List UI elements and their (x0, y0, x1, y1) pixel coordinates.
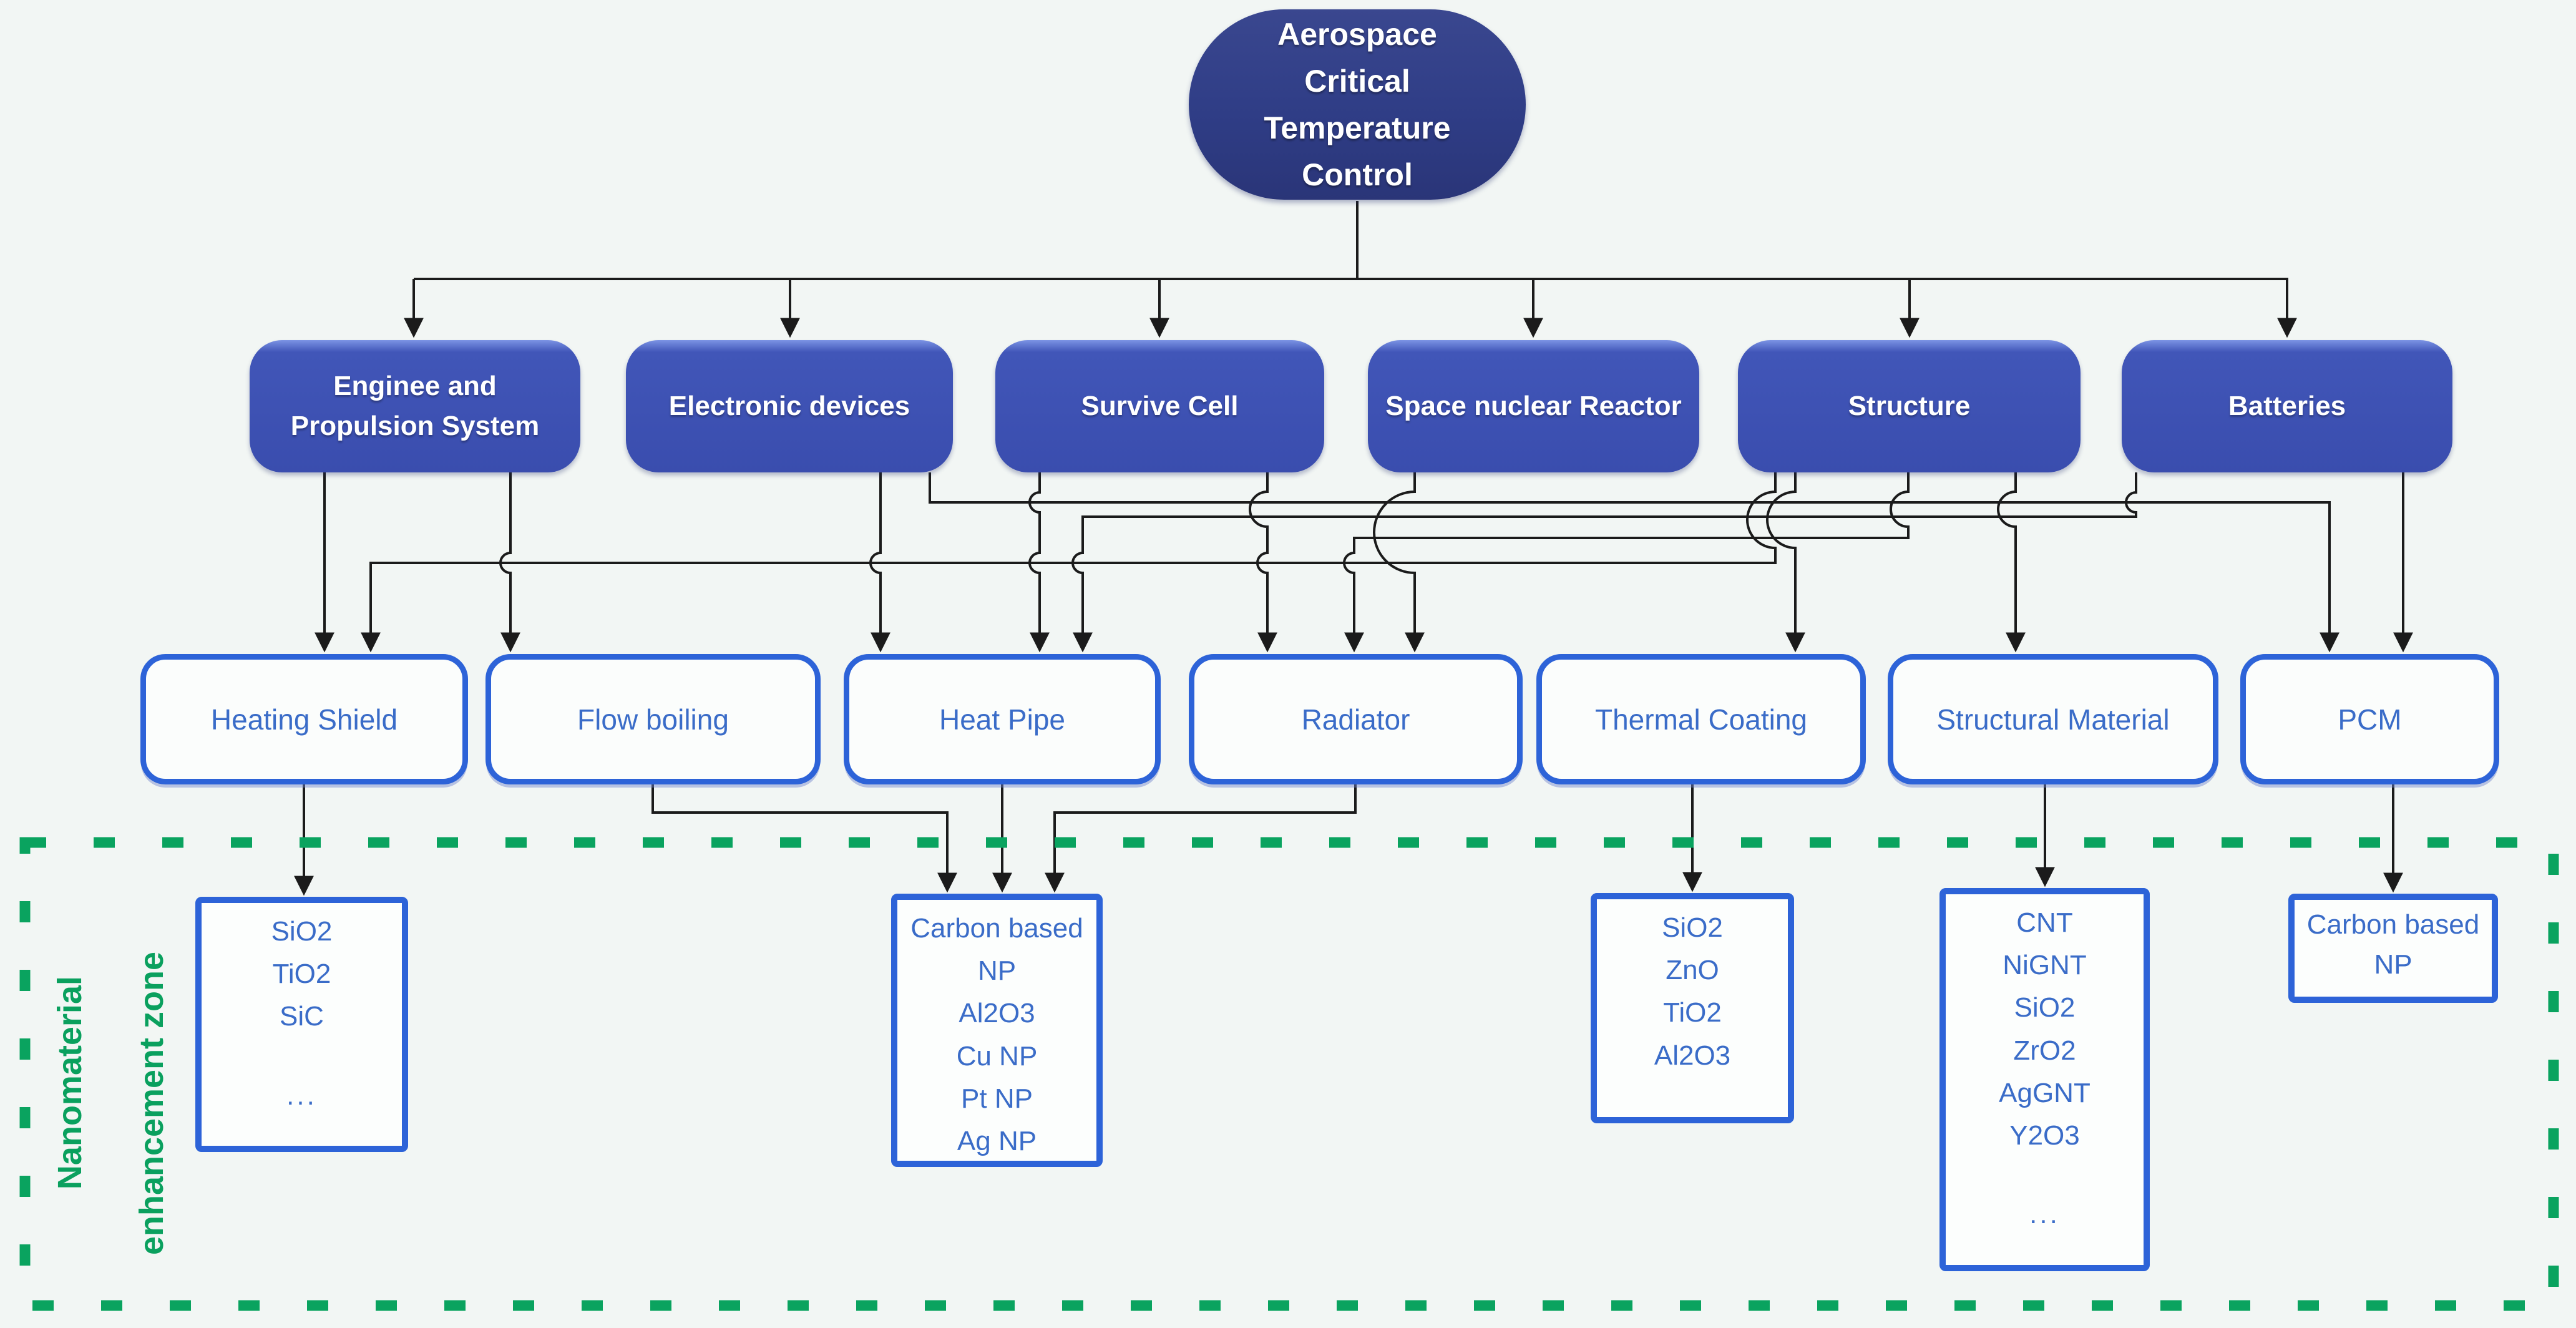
node-radiator: Radiator (1189, 654, 1523, 784)
edge-engine-flow-boiling (499, 472, 520, 653)
node-label: Heating Shield (210, 703, 398, 736)
box-pcm-materials: Carbon based NP (2288, 894, 2498, 1003)
node-label: Thermal Coating (1594, 703, 1808, 736)
edge-structure-heating-shield (361, 472, 1777, 653)
material-item: ... (286, 1080, 317, 1111)
edge-flow-boiling-materials (651, 784, 957, 893)
material-item: AgGNT (1999, 1077, 2091, 1108)
node-label: Space nuclear Reactor (1385, 391, 1682, 422)
node-label: Batteries (2228, 391, 2346, 422)
material-item: ZrO2 (2013, 1035, 2076, 1066)
node-label: PCM (2338, 703, 2402, 736)
edge-electronic-pcm (929, 472, 2339, 653)
node-flow-boiling: Flow boiling (485, 654, 821, 784)
material-item: NiGNT (2003, 950, 2087, 981)
node-aerospace-critical-temperature-control: Aerospace Critical Temperature Control (1189, 9, 1526, 200)
edge-batteries-heat-pipe (1071, 472, 2137, 653)
edge-survive-heat-pipe (1028, 472, 1050, 653)
material-item: CNT (2016, 907, 2073, 938)
edge-structure-thermal-coating (1766, 472, 1805, 653)
edge-radiator-materials (1045, 784, 1357, 893)
node-pcm: PCM (2240, 654, 2499, 784)
nanomaterial-zone-border (19, 837, 2559, 1311)
edge-nuclear-radiator (1373, 472, 1425, 653)
material-item: Cu NP (956, 1040, 1038, 1072)
material-item: Al2O3 (959, 998, 1035, 1029)
node-label: Structure (1848, 391, 1971, 422)
node-engine-and-propulsion-system: Enginee and Propulsion System (250, 340, 580, 472)
material-item: SiO2 (1662, 912, 1723, 943)
material-item: SiO2 (271, 916, 333, 947)
material-item: Carbon based NP (2306, 909, 2480, 980)
node-label: Electronic devices (668, 391, 910, 422)
material-item: Pt NP (961, 1083, 1033, 1114)
node-label: Survive Cell (1081, 391, 1239, 422)
node-label: Enginee and Propulsion System (290, 371, 540, 441)
node-label: Flow boiling (577, 703, 729, 736)
edge-structure-structural-material (1997, 472, 2026, 653)
nanomaterial-zone-label-line2: enhancement zone (133, 951, 170, 1256)
node-label: Structural Material (1936, 703, 2170, 736)
node-structure: Structure (1738, 340, 2081, 472)
node-thermal-coating: Thermal Coating (1536, 654, 1866, 784)
material-item: ... (2029, 1199, 2060, 1230)
root-label: Aerospace Critical Temperature Control (1264, 16, 1451, 192)
material-item: TiO2 (1663, 997, 1722, 1028)
node-heating-shield: Heating Shield (140, 654, 468, 784)
node-structural-material: Structural Material (1888, 654, 2218, 784)
node-survive-cell: Survive Cell (995, 340, 1324, 472)
material-item: ZnO (1666, 955, 1719, 986)
material-item: Carbon based NP (910, 913, 1083, 987)
material-item: TiO2 (272, 959, 331, 990)
node-label: Heat Pipe (939, 703, 1065, 736)
edge-structure-radiator (1343, 472, 1910, 653)
node-heat-pipe: Heat Pipe (844, 654, 1161, 784)
material-item: SiO2 (2014, 992, 2076, 1023)
box-heat-pipe-materials: Carbon based NP Al2O3 Cu NP Pt NP Ag NP (891, 894, 1103, 1167)
material-item: Al2O3 (1654, 1040, 1731, 1071)
material-item: SiC (280, 1001, 324, 1032)
node-batteries: Batteries (2122, 340, 2452, 472)
edge-survive-radiator (1249, 472, 1277, 653)
material-item: Ag NP (957, 1125, 1037, 1156)
nanomaterial-zone-label-line1: Nanomaterial (51, 975, 89, 1190)
node-space-nuclear-reactor: Space nuclear Reactor (1368, 340, 1699, 472)
material-item: Y2O3 (2009, 1120, 2080, 1151)
node-label: Radiator (1301, 703, 1410, 736)
edge-electronic-heat-pipe (869, 472, 890, 653)
node-electronic-devices: Electronic devices (626, 340, 953, 472)
